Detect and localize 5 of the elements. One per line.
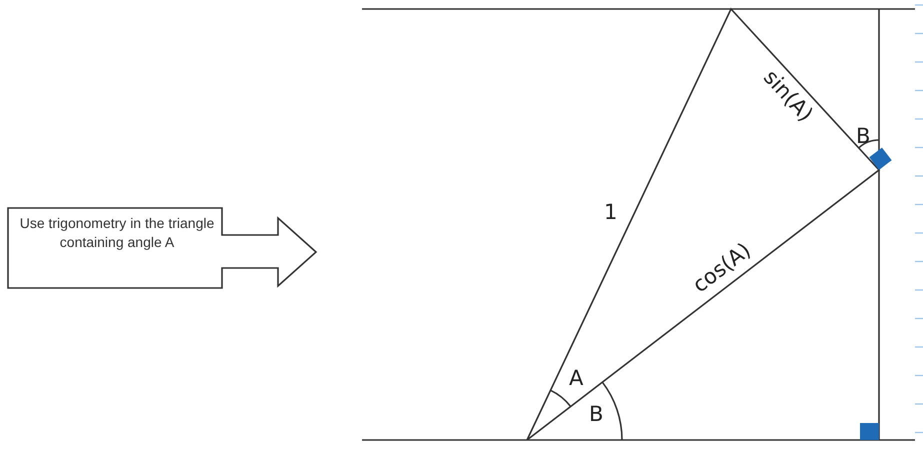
angle-label: A	[569, 368, 584, 389]
angle-label: B	[856, 126, 870, 147]
callout-arrow: Use trigonometry in the triangle containing angle A	[6, 204, 320, 290]
angle-label: B	[589, 404, 604, 425]
side-label: 1	[604, 202, 618, 223]
